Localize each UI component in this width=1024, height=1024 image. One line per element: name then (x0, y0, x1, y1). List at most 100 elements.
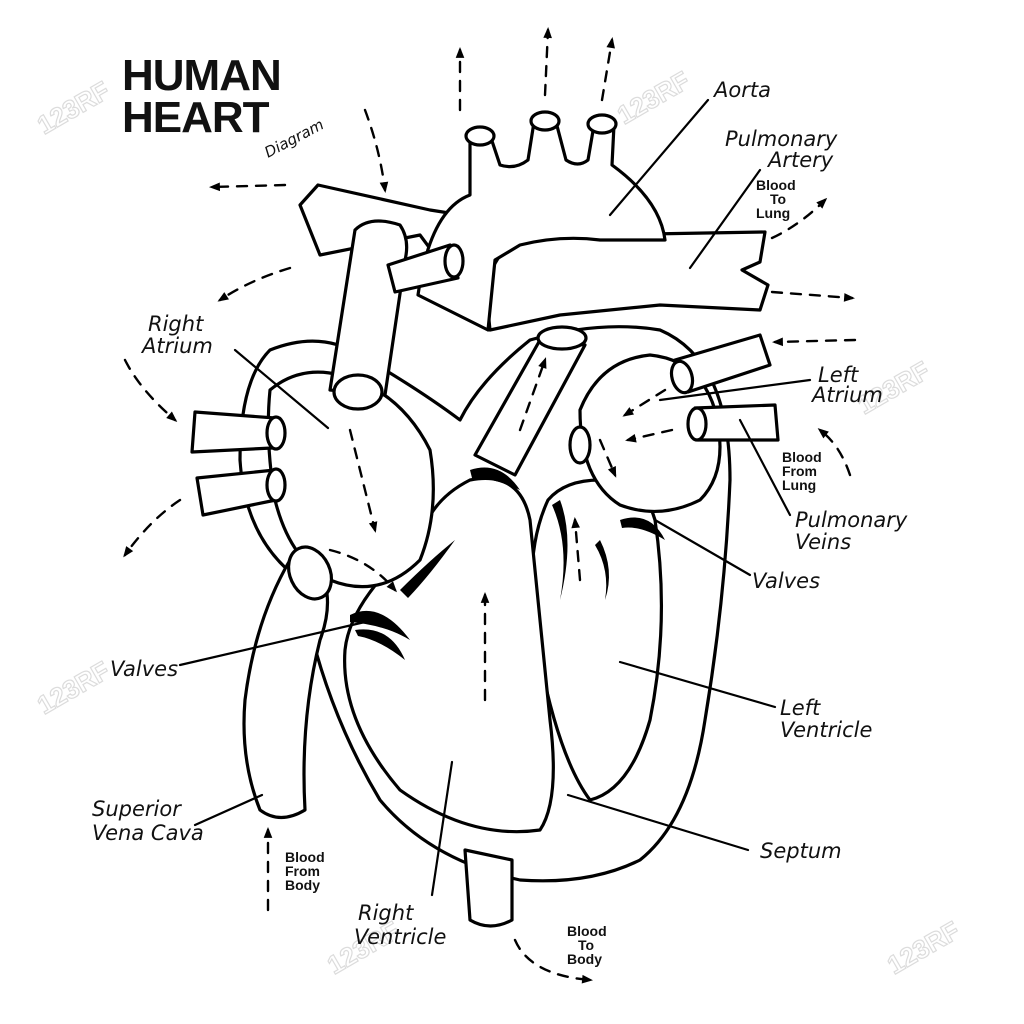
flow-arrow (123, 358, 177, 422)
note-from-body-2: From (285, 863, 320, 879)
arrowhead (123, 546, 134, 558)
flow-arrow (598, 438, 617, 477)
flow-notes: Blood To Lung Blood From Lung Blood From… (285, 177, 822, 967)
note-to-lung-3: Lung (756, 205, 790, 221)
flow-arrow (600, 38, 614, 102)
arrowhead (817, 428, 829, 439)
label-aorta: Aorta (712, 78, 771, 102)
note-to-body-3: Body (567, 951, 602, 967)
note-to-body-2: To (578, 937, 594, 953)
label-left-atrium-2: Atrium (810, 383, 883, 407)
arrowhead (455, 47, 465, 58)
flow-arrow (773, 338, 857, 344)
note-from-lung-2: From (782, 463, 817, 479)
flow-arrows (123, 27, 857, 984)
arrowhead (625, 434, 637, 443)
aorta-branch-tube (386, 243, 460, 294)
flow-arrow (123, 498, 182, 557)
label-septum: Septum (760, 839, 842, 863)
valve-shapes (350, 467, 665, 660)
leader-valves-right (653, 518, 752, 577)
aorta-opening-3 (586, 113, 618, 135)
arrowhead (263, 827, 273, 838)
note-to-lung-1: Blood (756, 177, 796, 193)
flow-arrow (518, 358, 547, 432)
leader-pulmonary-artery (688, 168, 762, 270)
arrowhead (772, 337, 784, 347)
arrowhead (843, 293, 855, 302)
label-right-atrium-2: Atrium (140, 334, 213, 358)
aorta-opening-2 (529, 110, 561, 132)
flow-arrow (363, 108, 387, 192)
watermark: 123RF (32, 75, 115, 140)
title-line-1: HUMAN (122, 51, 281, 100)
arrowhead (166, 411, 178, 422)
arrowhead (543, 27, 552, 39)
leader-superior-vena-cava (193, 793, 264, 827)
diagram-title: HUMAN HEART Diagram (122, 51, 327, 162)
watermark: 123RF (612, 65, 695, 130)
label-right-ventricle-1: Right (358, 901, 414, 925)
watermark: 123RF (32, 655, 115, 720)
vein-upper-right (190, 410, 277, 454)
heart-outline (190, 110, 780, 928)
leader-left-ventricle (618, 660, 777, 709)
arrowhead (606, 37, 615, 49)
valve-flap (400, 540, 455, 598)
flow-arrow (348, 428, 377, 532)
left-atrium-opening (568, 425, 592, 465)
pulmonary-vein-lower-opening (686, 406, 708, 442)
note-to-lung-2: To (770, 191, 786, 207)
leader-aorta (608, 98, 710, 217)
aorta-branch-opening (443, 243, 465, 279)
ivc-opening (286, 545, 334, 601)
arrowhead (816, 197, 828, 209)
inferior-vena-cava (242, 558, 330, 820)
valve-flap (470, 467, 520, 490)
arrowhead (622, 407, 634, 417)
leader-pulmonary-veins (738, 418, 792, 517)
vein-upper-opening (265, 415, 287, 451)
label-pulmonary-artery-1: Pulmonary (725, 127, 838, 151)
valve-flap (595, 540, 609, 600)
flow-arrow (770, 290, 854, 300)
label-pulmonary-artery-2: Artery (766, 148, 834, 172)
label-right-atrium-1: Right (148, 312, 204, 336)
flow-arrow (328, 548, 397, 592)
arrowhead (581, 974, 593, 984)
flow-arrow (818, 428, 852, 477)
pulmonary-vein-upper-opening (669, 359, 695, 395)
title-line-2: HEART (122, 93, 270, 142)
arrowhead (607, 466, 617, 478)
label-superior-vena-cava-2: Vena Cava (92, 821, 204, 845)
valve-flap (350, 610, 410, 640)
note-from-body-3: Body (285, 877, 320, 893)
descending-aorta (463, 848, 514, 928)
arrowhead (217, 292, 229, 302)
leader-left-atrium (658, 378, 812, 402)
label-right-ventricle-2: Ventricle (354, 925, 446, 949)
leader-lines (178, 98, 812, 897)
arrowhead (379, 181, 389, 193)
label-superior-vena-cava-1: Superior (92, 797, 182, 821)
labels: Aorta Pulmonary Artery Right Atrium Left… (92, 78, 908, 949)
label-left-ventricle-1: Left (780, 696, 821, 720)
leader-right-ventricle (430, 760, 454, 897)
label-pulmonary-veins-1: Pulmonary (795, 508, 908, 532)
valve-flap (355, 629, 405, 660)
pulmonary-trunk-opening (536, 325, 588, 351)
label-valves-left: Valves (110, 657, 178, 681)
watermark: 123RF (882, 915, 965, 980)
arrowhead (571, 517, 580, 529)
leader-right-atrium (233, 348, 330, 430)
flow-arrow (513, 938, 592, 982)
title-subtitle: Diagram (261, 115, 326, 161)
vena-cava-opening (332, 373, 384, 411)
note-from-lung-3: Lung (782, 477, 816, 493)
note-from-body-1: Blood (285, 849, 325, 865)
valve-flap (552, 500, 568, 600)
valve-flap (620, 517, 665, 540)
arrowhead (368, 521, 378, 533)
label-left-atrium-1: Left (818, 363, 859, 387)
